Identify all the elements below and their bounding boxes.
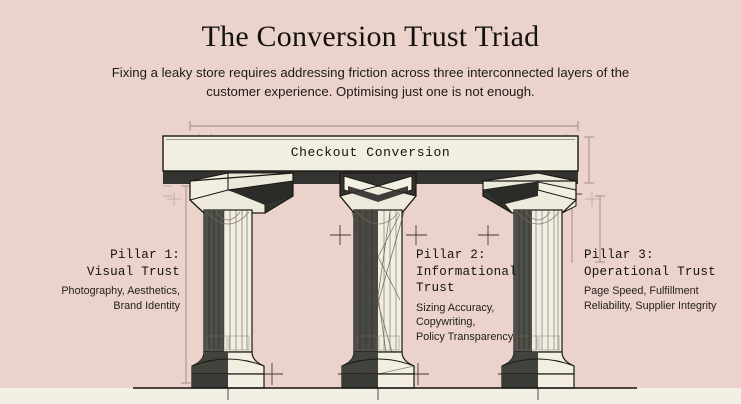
pillar-3-column [482, 172, 577, 389]
pillar-1-description: Photography, Aesthetics, Brand Identity [61, 285, 180, 312]
pillar-1-column [188, 172, 294, 389]
pillar-1-heading: Pillar 1: Visual Trust [86, 248, 180, 279]
pillar-2-column [339, 172, 417, 389]
pillar-2-label: Pillar 2: Informational Trust Sizing Acc… [416, 247, 536, 344]
page-subtitle: Fixing a leaky store requires addressing… [111, 65, 630, 99]
pillar-3-heading: Pillar 3: Operational Trust [584, 248, 716, 279]
entablature-label: Checkout Conversion [290, 145, 451, 160]
pillar-3-description: Page Speed, Fulfillment Reliability, Sup… [584, 285, 717, 312]
ground-band [0, 388, 741, 404]
page-title: The Conversion Trust Triad [201, 20, 540, 53]
pillar-2-description: Sizing Accuracy, Copywriting, Policy Tra… [416, 301, 514, 343]
pillar-1-label: Pillar 1: Visual Trust Photography, Aest… [20, 247, 180, 313]
pillar-2-heading: Pillar 2: Informational Trust [416, 248, 517, 295]
pillar-3-label: Pillar 3: Operational Trust Page Speed, … [584, 247, 734, 313]
